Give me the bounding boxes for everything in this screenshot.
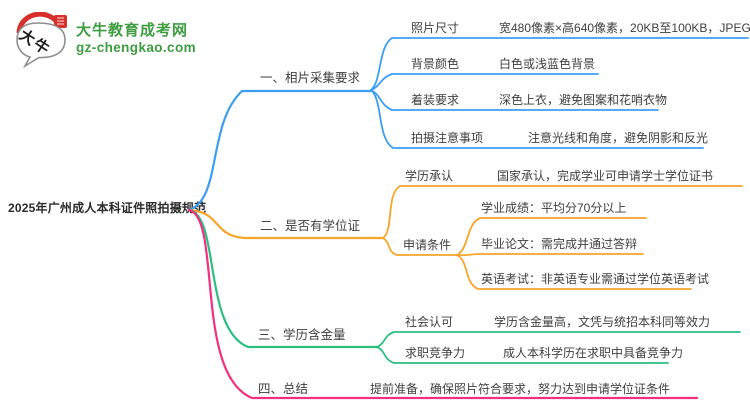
branch1-row4-line (370, 89, 704, 149)
branch2-cond2-line (456, 253, 644, 257)
branch3-row1-line (376, 331, 741, 348)
branch2-row2-label: 申请条件 (403, 238, 452, 252)
branch3-row2-value: 成人本科学历在求职中具备竞争力 (503, 346, 684, 360)
logo-red-arc (16, 11, 59, 34)
branch3-row2-label: 求职竞争力 (405, 346, 466, 360)
branch4-value: 提前准备，确保照片符合要求，努力达到申请学位证条件 (370, 382, 671, 396)
branch2-row1-label: 学历承认 (405, 169, 454, 183)
mindmap-root-title: 2025年广州成人本科证件照拍摄规范 (8, 201, 207, 215)
branch1-row4-label: 拍摄注意事项 (411, 131, 484, 145)
branch1-row3-label: 着装要求 (411, 93, 460, 107)
branch2-label: 二、是否有学位证 (260, 219, 361, 233)
branch4-label: 四、总结 (258, 382, 309, 396)
branch2-cond3-value: 英语考试：非英语专业需通过学位英语考试 (481, 272, 710, 286)
branch3-row2-line (376, 346, 669, 364)
branch2-row2-line (382, 237, 458, 256)
branch1-label: 一、相片采集要求 (260, 71, 361, 85)
site-logo[interactable]: 大牛 大牛教育成考网 gz-chengkao.com (12, 10, 292, 72)
branch2-cond3-line (456, 254, 692, 290)
branch1-trunk-line (187, 89, 373, 212)
logo-site-name: 大牛教育成考网 (76, 22, 189, 39)
branch1-row2-value: 白色或浅蓝色背景 (499, 57, 596, 71)
branch3-row1-label: 社会认可 (405, 315, 454, 329)
branch1-row2-line (370, 73, 599, 91)
branch1-row1-value: 宽480像素×高640像素，20KB至100KB，JPEG格式 (499, 21, 750, 35)
branch2-row1-value: 国家承认，完成学业可申请学士学位证书 (497, 169, 714, 183)
branch2-row1-line (382, 185, 743, 239)
branch3-trunk-line (187, 208, 379, 349)
branch2-cond1-value: 学业成绩：平均分70分以上 (481, 201, 627, 215)
branch2-cond2-value: 毕业论文：需完成并通过答辩 (481, 237, 638, 251)
logo-bubble: 大牛 (14, 11, 74, 69)
logo-bubble-shape (16, 22, 66, 69)
branch1-row1-label: 照片尺寸 (411, 21, 460, 35)
branch2-cond1-line (456, 217, 647, 256)
branch1-row4-value: 注意光线和角度，避免阴影和反光 (528, 131, 709, 145)
logo-site-domain: gz-chengkao.com (76, 40, 197, 55)
branch3-label: 三、学历含金量 (258, 328, 346, 342)
branch4-trunk-line (187, 208, 699, 400)
branch3-row1-value: 学历含金量高，文凭与统招本科同等效力 (494, 315, 711, 329)
branch1-row3-value: 深色上衣，避免图案和花哨衣物 (499, 93, 668, 107)
branch1-row2-label: 背景颜色 (411, 57, 460, 71)
logo-seal-marks (57, 17, 64, 25)
branch2-trunk-line (187, 208, 385, 240)
branch1-row1-line (370, 37, 749, 91)
